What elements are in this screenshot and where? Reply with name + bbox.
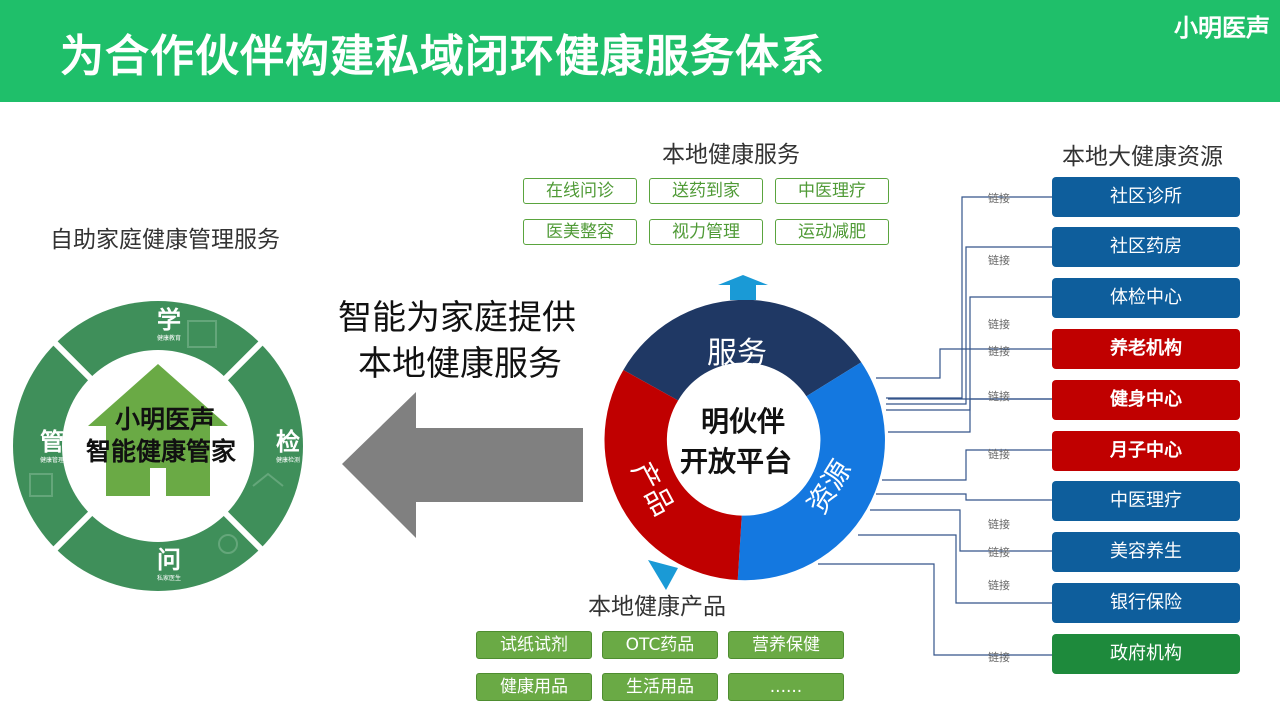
segment-learn-char: 学 — [157, 306, 181, 334]
left-section-title: 自助家庭健康管理服务 — [50, 227, 280, 253]
service-tag: 在线问诊 — [523, 178, 637, 204]
segment-check-sub: 健康检测 — [276, 457, 301, 464]
link-label: 链接 — [988, 546, 1010, 559]
link-label: 链接 — [988, 448, 1010, 461]
resource-box: 政府机构 — [1052, 634, 1240, 674]
link-label: 链接 — [988, 579, 1010, 592]
header-bar: 为合作伙伴构建私域闭环健康服务体系 小明医声 — [0, 0, 1280, 102]
link-label: 链接 — [988, 518, 1010, 531]
service-tag: 运动减肥 — [775, 219, 889, 245]
product-tag: OTC药品 — [602, 631, 718, 659]
resources-title: 本地大健康资源 — [1062, 144, 1223, 170]
service-tag: 中医理疗 — [775, 178, 889, 204]
resource-box: 健身中心 — [1052, 380, 1240, 420]
resource-box: 社区诊所 — [1052, 177, 1240, 217]
segment-learn-sub: 健康教育 — [157, 335, 182, 342]
platform-center-line-1: 明伙伴 — [701, 405, 786, 438]
segment-check-char: 检 — [276, 428, 300, 456]
resource-box: 银行保险 — [1052, 583, 1240, 623]
brand-logo: 小明医声 — [1174, 14, 1270, 42]
up-arrow — [718, 275, 768, 300]
resource-box: 养老机构 — [1052, 329, 1240, 369]
segment-product — [604, 369, 742, 580]
resource-box: 中医理疗 — [1052, 481, 1240, 521]
middle-text-line-1: 智能为家庭提供 — [338, 298, 576, 338]
resource-box: 月子中心 — [1052, 431, 1240, 471]
segment-resource — [737, 362, 885, 581]
segment-service — [623, 299, 862, 401]
center-line-2: 智能健康管家 — [86, 437, 237, 466]
products-title: 本地健康产品 — [588, 594, 726, 620]
link-label: 链接 — [988, 345, 1010, 358]
product-tag: ...... — [728, 673, 844, 701]
link-label: 链接 — [988, 254, 1010, 267]
platform-service-label: 服务 — [707, 336, 767, 371]
link-label: 链接 — [988, 390, 1010, 403]
product-tag: 营养保健 — [728, 631, 844, 659]
resource-box: 美容养生 — [1052, 532, 1240, 572]
house-icon — [88, 364, 228, 496]
product-tag: 健康用品 — [476, 673, 592, 701]
segment-ask-char: 问 — [157, 546, 181, 574]
platform-center-line-2: 开放平台 — [680, 445, 793, 478]
segment-manage-char: 管 — [40, 428, 64, 456]
segment-ask-sub: 私家医生 — [157, 575, 182, 582]
middle-text-line-2: 本地健康服务 — [358, 344, 562, 384]
link-label: 链接 — [988, 651, 1010, 664]
connector-lines — [818, 196, 1052, 656]
link-label: 链接 — [988, 318, 1010, 331]
resource-box: 体检中心 — [1052, 278, 1240, 318]
link-label: 链接 — [988, 192, 1010, 205]
resource-box: 社区药房 — [1052, 227, 1240, 267]
service-tag: 送药到家 — [649, 178, 763, 204]
page-title: 为合作伙伴构建私域闭环健康服务体系 — [60, 31, 825, 82]
service-tag: 视力管理 — [649, 219, 763, 245]
center-line-1: 小明医声 — [115, 405, 216, 434]
down-arrow — [648, 560, 678, 590]
product-tag: 试纸试剂 — [476, 631, 592, 659]
segment-manage-sub: 健康管理 — [40, 457, 65, 464]
services-title: 本地健康服务 — [662, 142, 800, 168]
product-tag: 生活用品 — [602, 673, 718, 701]
service-tag: 医美整容 — [523, 219, 637, 245]
